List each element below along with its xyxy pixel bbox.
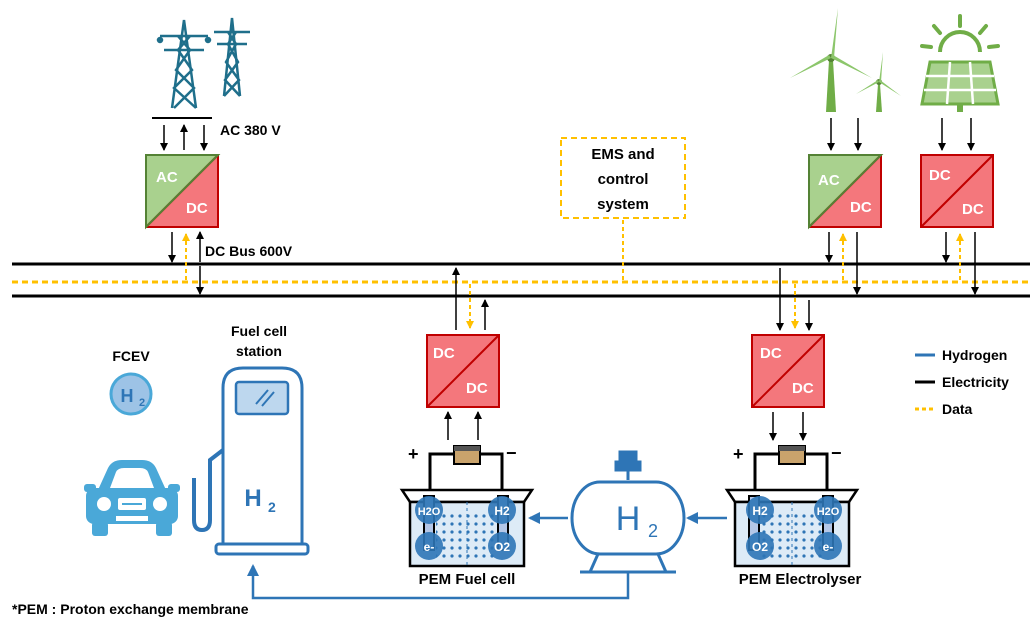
svg-text:e-: e-: [424, 540, 435, 554]
svg-text:H2O: H2O: [817, 506, 840, 518]
converter-bottom-label: DC: [792, 380, 814, 397]
legend-data: Data: [942, 401, 973, 417]
converter-top-label: AC: [818, 172, 840, 189]
converter-top-label: DC: [433, 345, 455, 362]
legend-hydrogen: Hydrogen: [942, 347, 1007, 363]
electrolyser-dc-dc-converter: DC DC: [751, 334, 825, 408]
svg-text:H2O: H2O: [418, 506, 441, 518]
svg-text:H2: H2: [752, 504, 768, 518]
solar-panel-icon: [920, 14, 1000, 112]
grid-ac-dc-converter: AC DC: [145, 154, 221, 230]
fcev-badge-sub: 2: [139, 397, 145, 409]
electrolyser-label: PEM Electrolyser: [739, 571, 862, 588]
svg-text:O2: O2: [752, 540, 768, 554]
station-label-line2: station: [236, 343, 282, 359]
minus-terminal: −: [831, 443, 842, 463]
solar-dc-dc-converter: DC DC: [920, 154, 994, 228]
station-h-label: H: [244, 485, 261, 512]
station-sub-label: 2: [268, 499, 276, 515]
storage-h-label: H: [616, 500, 641, 538]
plus-terminal: +: [408, 444, 419, 464]
station-label-line1: Fuel cell: [231, 323, 287, 339]
wind-ac-dc-converter: AC DC: [808, 154, 884, 230]
fuel-cell-label: PEM Fuel cell: [419, 571, 516, 588]
footnote: *PEM : Proton exchange membrane: [12, 601, 249, 617]
converter-bottom-label: DC: [186, 200, 208, 217]
converter-bottom-label: DC: [962, 201, 984, 218]
converter-top-label: DC: [929, 167, 951, 184]
storage-sub-label: 2: [648, 521, 658, 541]
wind-turbine-icon: [790, 8, 901, 112]
transmission-tower-icon: [156, 17, 250, 109]
ems-control-box: EMS and control system: [560, 137, 686, 219]
dc-bus: [12, 262, 1030, 298]
hydrogen-flows: [247, 512, 727, 600]
svg-text:O2: O2: [494, 540, 510, 554]
legend-electricity: Electricity: [942, 374, 1009, 390]
grid-voltage-label: AC 380 V: [220, 122, 281, 138]
dc-bus-label: DC Bus 600V: [205, 243, 293, 259]
pem-fuel-cell: + − H2O H2 e- O2: [399, 443, 535, 568]
fcev-car-icon: H 2: [84, 372, 180, 536]
plus-terminal: +: [733, 444, 744, 464]
fuel-cell-dc-dc-converter: DC DC: [426, 334, 500, 408]
fcev-badge-h: H: [121, 386, 134, 406]
fcev-label: FCEV: [112, 348, 150, 364]
legend: Hydrogen Electricity Data: [915, 347, 1009, 417]
svg-text:system: system: [597, 196, 649, 213]
svg-text:control: control: [598, 171, 649, 188]
converter-bottom-label: DC: [850, 199, 872, 216]
svg-text:H2: H2: [494, 504, 510, 518]
converter-bottom-label: DC: [466, 380, 488, 397]
fuel-station-icon: H 2: [192, 366, 310, 556]
hydrogen-storage-tank: H 2: [570, 450, 686, 574]
converter-top-label: AC: [156, 169, 178, 186]
svg-text:EMS and: EMS and: [591, 146, 654, 163]
minus-terminal: −: [506, 443, 517, 463]
svg-text:e-: e-: [823, 540, 834, 554]
pem-electrolyser: + − H2 H2O O2 e-: [724, 443, 860, 568]
converter-top-label: DC: [760, 345, 782, 362]
